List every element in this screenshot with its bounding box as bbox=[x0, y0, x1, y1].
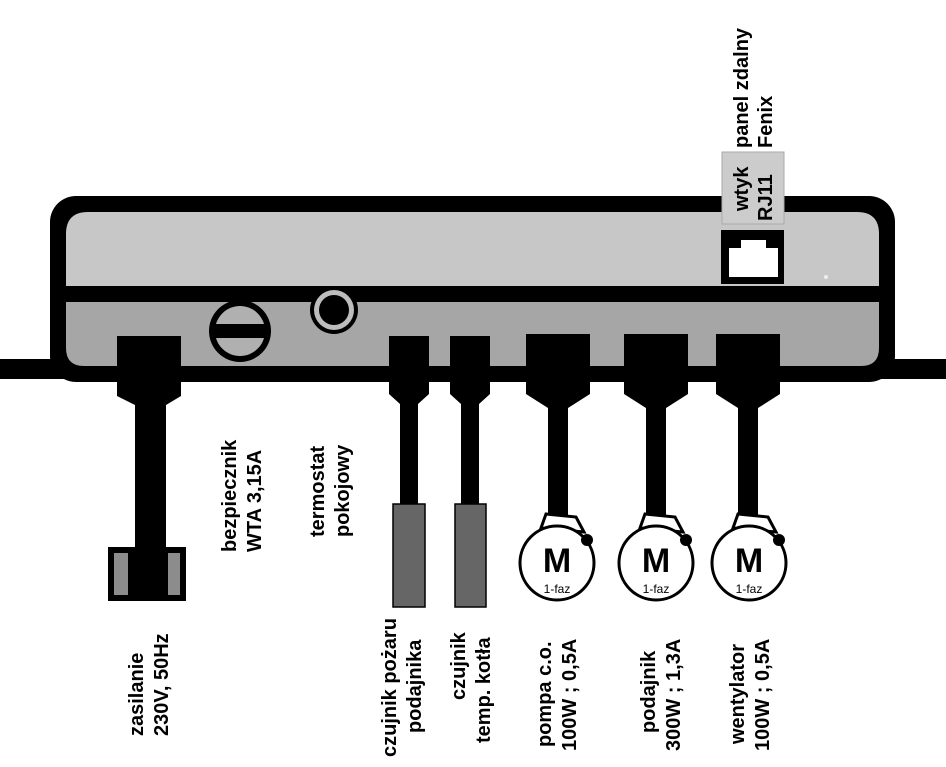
fan-motor-symbol: M bbox=[735, 542, 763, 580]
podajnik-label-line1: podajnik bbox=[638, 650, 660, 733]
zasilanie-label-line2: 230V, 50Hz bbox=[151, 633, 173, 736]
wtyk-label-line1: wtyk bbox=[731, 166, 753, 212]
zasilanie-label-line1: zasilanie bbox=[126, 653, 148, 736]
wtyk-rj11-label: wtyk RJ11 bbox=[721, 151, 785, 225]
wentylator-label-line2: 100W ; 0,5A bbox=[752, 639, 774, 751]
fan-motor-icon: M 1-faz bbox=[710, 512, 788, 602]
wentylator-label-line1: wentylator bbox=[727, 644, 749, 745]
czujnik-pozaru-label-line1: czujnik pożaru bbox=[379, 618, 401, 757]
termostat-label-line2: pokojowy bbox=[332, 444, 354, 537]
pompa-label-line2: 100W ; 0,5A bbox=[559, 639, 581, 751]
czujnik-pozaru-label-line2: podajnika bbox=[404, 639, 426, 733]
boiler-temp-sensor-cable bbox=[450, 336, 490, 608]
power-cable bbox=[108, 336, 186, 601]
czujnik-temp-label-line1: czujnik bbox=[448, 631, 470, 700]
panel-label-line2: Fenix bbox=[755, 96, 777, 148]
pompa-label-line1: pompa c.o. bbox=[534, 641, 556, 747]
pump-motor-symbol: M bbox=[543, 542, 571, 580]
czujnik-temp-label-line2: temp. kotła bbox=[473, 637, 495, 743]
pump-cable bbox=[526, 334, 590, 522]
wtyk-label-line2: RJ11 bbox=[755, 174, 777, 221]
feeder-motor-symbol: M bbox=[642, 542, 670, 580]
fan-motor-phase: 1-faz bbox=[736, 582, 763, 596]
pump-motor-phase: 1-faz bbox=[544, 582, 571, 596]
feeder-motor-icon: M 1-faz bbox=[617, 512, 695, 602]
panel-zdalny-label: panel zdalny Fenix bbox=[731, 27, 777, 148]
termostat-label-line1: termostat bbox=[307, 446, 329, 537]
rj11-socket bbox=[721, 230, 784, 284]
fan-cable bbox=[716, 334, 780, 522]
bezpiecznik-label-line2: WTA 3,15A bbox=[244, 450, 266, 552]
podajnik-label-line2: 300W ; 1,3A bbox=[663, 639, 685, 751]
bezpiecznik-label-line1: bezpiecznik bbox=[219, 439, 241, 552]
feeder-cable bbox=[624, 334, 688, 522]
pump-motor-icon: M 1-faz bbox=[518, 512, 596, 602]
panel-label-line1: panel zdalny bbox=[731, 27, 753, 148]
fire-sensor-cable bbox=[389, 336, 429, 608]
thermostat-socket bbox=[310, 286, 358, 334]
fuse-holder bbox=[209, 300, 271, 362]
feeder-motor-phase: 1-faz bbox=[643, 582, 670, 596]
